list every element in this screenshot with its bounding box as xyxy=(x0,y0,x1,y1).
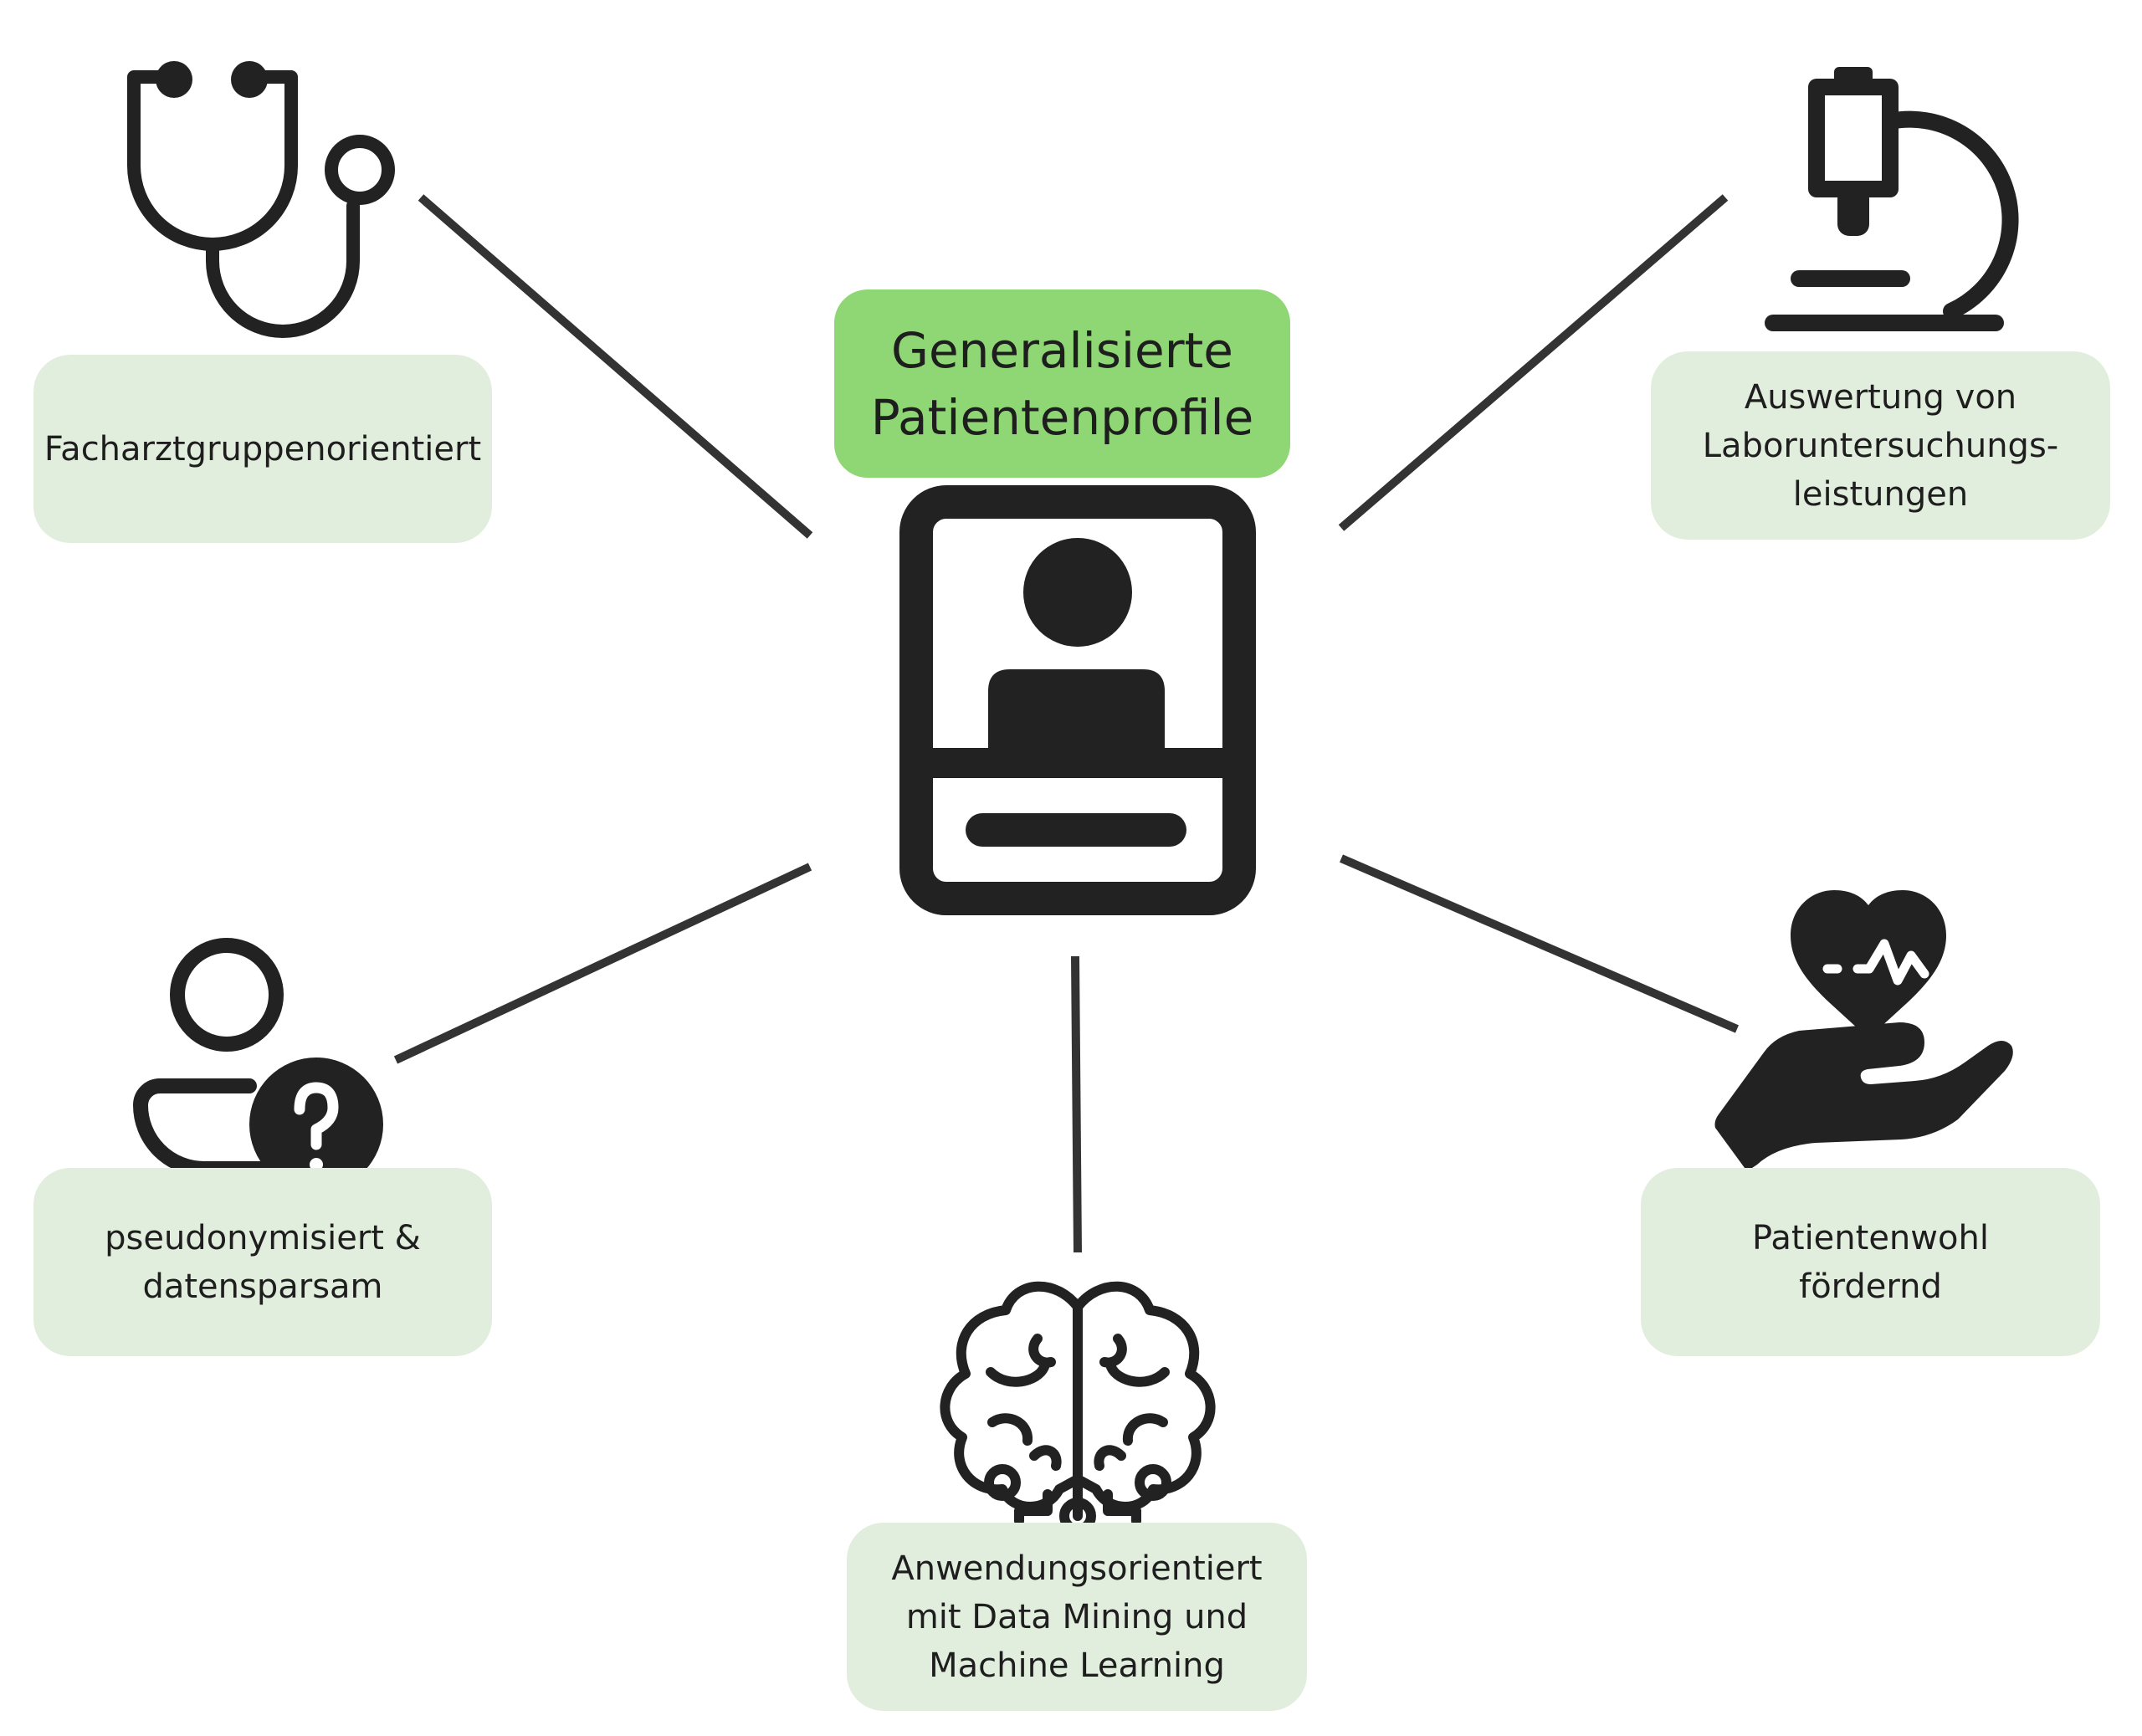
connector-anwendung xyxy=(1071,955,1082,1253)
microscope-icon xyxy=(1765,79,2019,331)
center-label-line: Patientenprofile xyxy=(870,388,1254,446)
node-label-line: mit Data Mining und xyxy=(905,1597,1248,1636)
node-label-line: Laboruntersuchungs- xyxy=(1702,426,2059,465)
stethoscope-earpieces xyxy=(156,61,268,98)
heart-in-hand-icon xyxy=(1714,890,2013,1171)
node-facharzt-label: Facharztgruppenorientiert xyxy=(33,355,492,543)
patient-profile-card-icon xyxy=(899,485,1256,915)
node-pseudonym-label: pseudonymisiert & datensparsam xyxy=(33,1168,492,1356)
connector-pseudonym xyxy=(393,863,812,1064)
node-label-line: Patientenwohl xyxy=(1752,1218,1989,1257)
node-label-line: Machine Learning xyxy=(929,1646,1225,1685)
brain-circuit-icon xyxy=(940,1281,1216,1534)
node-label-line: fördernd xyxy=(1799,1267,1942,1306)
center-label: Generalisierte Patientenprofile xyxy=(834,289,1290,478)
node-label-line: Facharztgruppenorientiert xyxy=(44,429,482,469)
node-label-line: datensparsam xyxy=(142,1267,383,1306)
node-labor-label: Auswertung von Laboruntersuchungs- leist… xyxy=(1651,351,2110,540)
node-label-line: Anwendungsorientiert xyxy=(891,1549,1263,1588)
connector-facharzt xyxy=(418,194,813,539)
center-label-line: Generalisierte xyxy=(891,321,1233,379)
node-patientenwohl-label: Patientenwohl fördernd xyxy=(1641,1168,2100,1356)
node-label-line: Auswertung von xyxy=(1744,377,2017,417)
user-question-icon xyxy=(132,938,383,1191)
node-anwendung-label: Anwendungsorientiert mit Data Mining und… xyxy=(847,1523,1307,1711)
stethoscope-icon xyxy=(127,70,395,338)
microscope-parts xyxy=(1834,67,1873,236)
node-label-line: leistungen xyxy=(1792,474,1969,514)
node-label-line: pseudonymisiert & xyxy=(105,1218,421,1257)
connectors xyxy=(393,194,1739,1253)
connector-patientenwohl xyxy=(1340,854,1739,1033)
connector-labor xyxy=(1338,194,1729,531)
